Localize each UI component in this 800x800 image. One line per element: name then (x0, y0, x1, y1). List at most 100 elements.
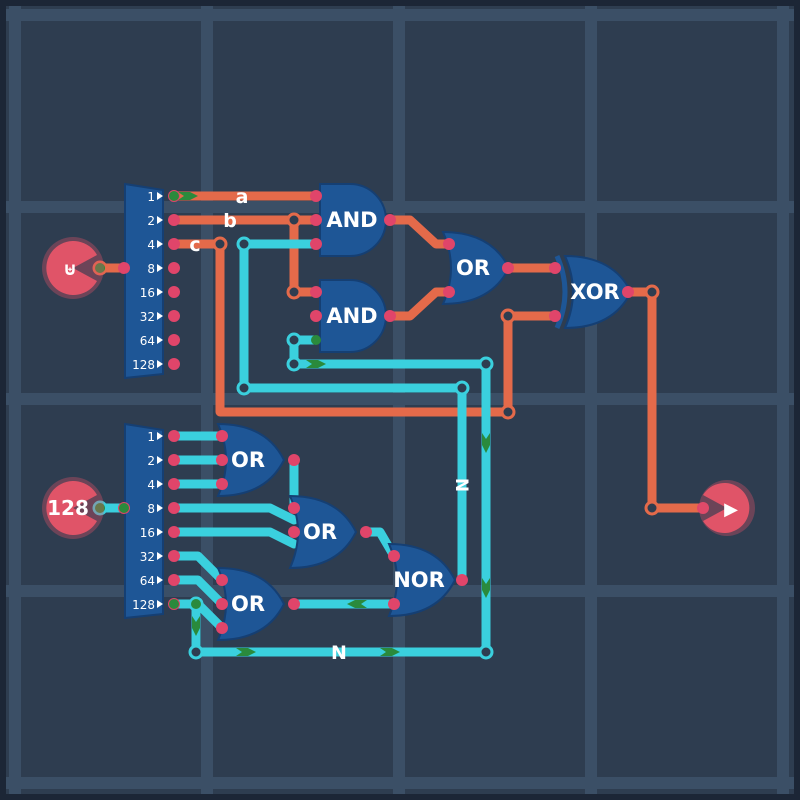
pin[interactable] (216, 454, 228, 466)
pin[interactable] (443, 238, 455, 250)
wire[interactable] (169, 575, 227, 609)
wire-joint[interactable] (478, 644, 494, 660)
active-pin (311, 335, 321, 345)
pin[interactable] (216, 598, 228, 610)
grid-line-v (585, 6, 597, 794)
gate-nor1[interactable]: NOR (387, 542, 457, 618)
wire-joint[interactable] (500, 404, 516, 420)
pin[interactable] (360, 526, 372, 538)
gate-label: NOR (393, 568, 445, 592)
pin[interactable] (310, 214, 322, 226)
gate-label: AND (326, 208, 377, 232)
pin[interactable] (388, 550, 400, 562)
pin[interactable] (288, 598, 300, 610)
pin[interactable] (549, 262, 561, 274)
wire[interactable] (169, 503, 299, 525)
signal-pulse (482, 578, 490, 598)
pin[interactable] (384, 310, 396, 322)
pin[interactable] (443, 286, 455, 298)
pin[interactable] (310, 238, 322, 250)
wire[interactable] (169, 239, 560, 417)
wire-joint[interactable] (454, 380, 470, 396)
wire-joint[interactable] (500, 308, 516, 324)
wire-joint[interactable] (286, 212, 302, 228)
pin[interactable] (168, 478, 180, 490)
pin[interactable] (168, 310, 180, 322)
pin[interactable] (168, 262, 180, 274)
pin[interactable] (168, 286, 180, 298)
pin[interactable] (622, 286, 634, 298)
pin[interactable] (216, 478, 228, 490)
pin[interactable] (549, 310, 561, 322)
pin[interactable] (216, 622, 228, 634)
splitter-pin-label: 8 (147, 262, 155, 276)
gate-or3[interactable]: OR (288, 494, 358, 570)
splitter-pin-label: 4 (147, 238, 155, 252)
wire-joint[interactable] (212, 236, 228, 252)
pin[interactable] (168, 454, 180, 466)
wires (95, 191, 708, 657)
pin[interactable] (310, 190, 322, 202)
pin[interactable] (310, 286, 322, 298)
pin-arrow-icon (157, 192, 163, 200)
byte-input-top[interactable]: ⊎ (42, 237, 104, 299)
wire-joint[interactable] (478, 356, 494, 372)
pin[interactable] (168, 574, 180, 586)
splitter-pin-label: 64 (140, 574, 155, 588)
pin[interactable] (502, 262, 514, 274)
wire-joint[interactable] (644, 284, 660, 300)
pin[interactable] (216, 430, 228, 442)
pin[interactable] (310, 310, 322, 322)
pin[interactable] (168, 334, 180, 346)
gate-label: OR (231, 448, 265, 472)
pin[interactable] (168, 502, 180, 514)
gate-label: AND (326, 304, 377, 328)
wire-joint[interactable] (644, 500, 660, 516)
output-pin[interactable] (697, 502, 709, 514)
wire-joint[interactable] (236, 236, 252, 252)
wire[interactable] (623, 287, 708, 513)
splitter-pin-label: 2 (147, 454, 155, 468)
pin[interactable] (168, 526, 180, 538)
pin[interactable] (118, 262, 130, 274)
pin-arrow-icon (157, 504, 163, 512)
pin[interactable] (168, 214, 180, 226)
byte-input-value: 128 (47, 496, 89, 520)
wire[interactable] (169, 527, 299, 549)
wire-joint[interactable] (188, 644, 204, 660)
pin[interactable] (168, 358, 180, 370)
pin[interactable] (168, 550, 180, 562)
pin[interactable] (216, 574, 228, 586)
pin[interactable] (288, 502, 300, 514)
wire-joint[interactable] (286, 356, 302, 372)
wire[interactable] (169, 215, 321, 297)
wire[interactable] (385, 287, 454, 321)
gate-and1[interactable]: AND (319, 183, 387, 257)
wire-joint[interactable] (236, 380, 252, 396)
pin[interactable] (388, 598, 400, 610)
signal-pulse (306, 360, 326, 368)
pin[interactable] (288, 454, 300, 466)
gate-xor1[interactable]: XOR (554, 254, 633, 330)
byte-input-bottom[interactable]: 128 (42, 477, 104, 539)
wire[interactable] (169, 551, 227, 585)
active-pin (119, 503, 129, 513)
wire[interactable] (385, 215, 454, 249)
wire-joint[interactable] (286, 284, 302, 300)
wire-joint[interactable] (286, 332, 302, 348)
pin-arrow-icon (157, 456, 163, 464)
gate-label: XOR (570, 280, 619, 304)
pin[interactable] (456, 574, 468, 586)
splitter-pin-label: 64 (140, 334, 155, 348)
pin[interactable] (288, 526, 300, 538)
pin-arrow-icon (157, 288, 163, 296)
bit-output[interactable]: ▶ (699, 480, 755, 536)
gate-and2[interactable]: AND (319, 279, 387, 353)
gate-or1[interactable]: OR (441, 230, 511, 306)
pin[interactable] (168, 238, 180, 250)
pin[interactable] (168, 430, 180, 442)
pin[interactable] (384, 214, 396, 226)
